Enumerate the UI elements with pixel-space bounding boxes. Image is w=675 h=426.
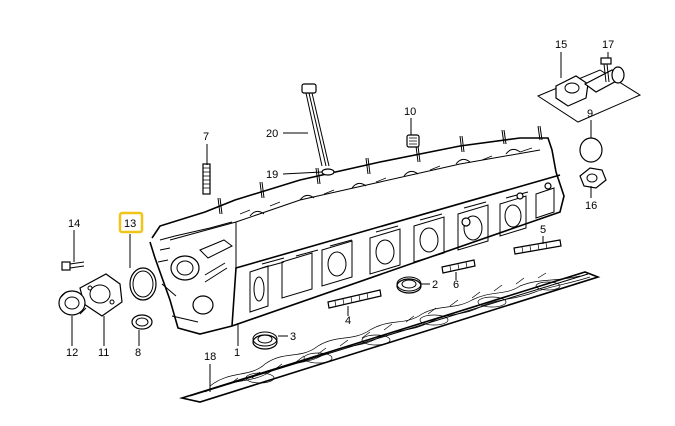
callout-12: 12 xyxy=(66,347,78,359)
leader-lines xyxy=(71,52,609,392)
sealing-plug-9-part xyxy=(579,137,603,163)
sealing-ring-12-part xyxy=(58,290,87,316)
washer-19-part xyxy=(321,168,335,176)
stud-5-part xyxy=(513,239,562,255)
head-bolt-20-part xyxy=(301,83,330,167)
callout-7: 7 xyxy=(203,131,209,143)
valve-seat-2-part xyxy=(396,276,422,294)
callout-labels: 1 2 3 4 5 6 7 8 9 10 11 12 13 14 15 16 1… xyxy=(66,39,614,363)
callout-1: 1 xyxy=(234,347,240,359)
callout-13: 13 xyxy=(124,218,136,230)
callout-5: 5 xyxy=(540,224,546,236)
callout-9: 9 xyxy=(587,108,593,120)
head-gasket-part xyxy=(178,271,601,403)
callout-4: 4 xyxy=(345,315,351,327)
callout-18: 18 xyxy=(204,351,216,363)
top-studs xyxy=(217,125,543,215)
o-ring-13-part xyxy=(129,267,157,301)
callout-6: 6 xyxy=(453,279,459,291)
callout-19: 19 xyxy=(266,169,278,181)
callout-8: 8 xyxy=(135,347,141,359)
callout-3: 3 xyxy=(290,331,296,343)
stud-4-part xyxy=(327,289,382,309)
stud-7-part xyxy=(202,163,211,195)
callout-10: 10 xyxy=(404,106,416,118)
cylinder-head-part xyxy=(149,137,565,335)
callout-20: 20 xyxy=(266,128,278,140)
valve-seat-3-part xyxy=(252,331,278,350)
bolt-14-part xyxy=(61,261,85,271)
highlight-box-13 xyxy=(118,211,144,234)
callout-2: 2 xyxy=(432,279,438,291)
gasket-16-part xyxy=(579,167,607,189)
plug-10-part xyxy=(406,134,420,148)
stud-6-part xyxy=(441,259,476,274)
callout-17: 17 xyxy=(602,39,614,51)
callout-14: 14 xyxy=(68,218,80,230)
bushing-8-part xyxy=(131,314,153,330)
housing-11-part xyxy=(79,273,123,317)
callout-11: 11 xyxy=(98,347,109,359)
bolt-17-part xyxy=(600,57,612,83)
callout-16: 16 xyxy=(585,200,597,212)
water-flange-15-part xyxy=(536,66,642,123)
callout-15: 15 xyxy=(555,39,567,51)
